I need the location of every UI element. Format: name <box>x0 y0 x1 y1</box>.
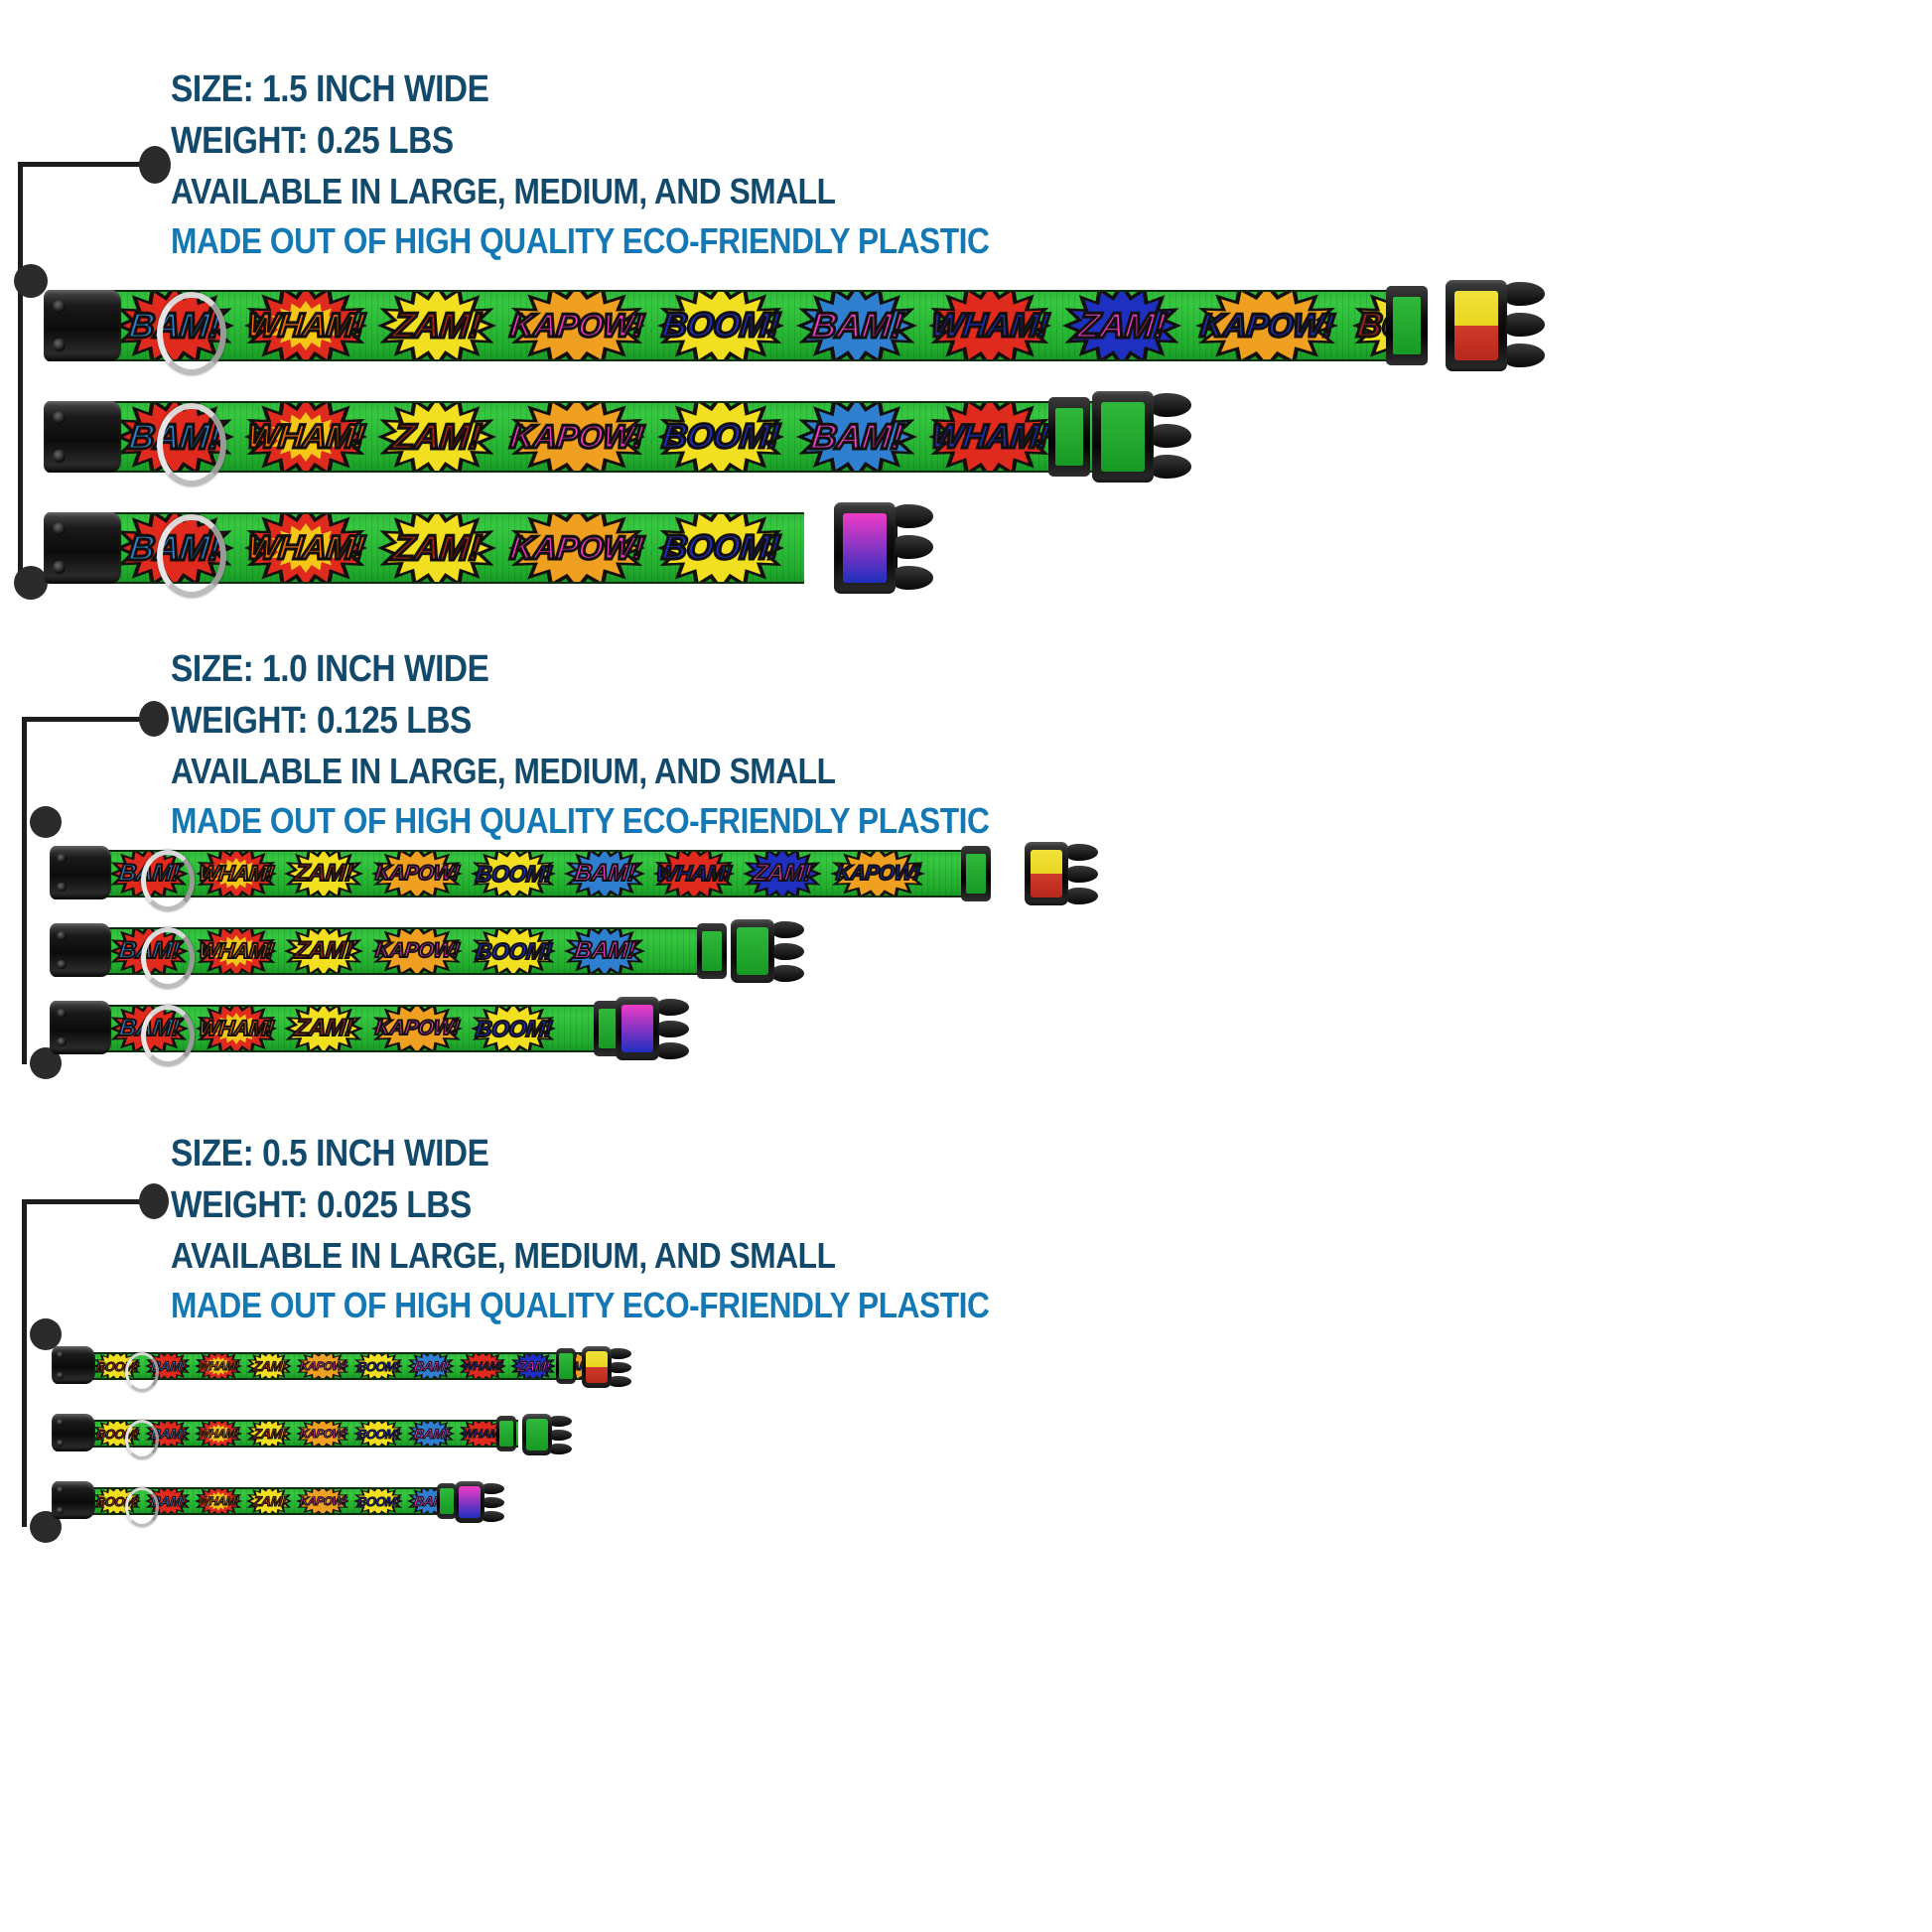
side-release-buckle-icon[interactable] <box>52 1481 95 1519</box>
leader-dot-top <box>30 1318 62 1350</box>
material-label: MADE OUT OF HIGH QUALITY ECO-FRIENDLY PL… <box>171 800 990 841</box>
side-release-buckle-icon[interactable] <box>50 846 111 899</box>
pattern-cell: WHAM! <box>923 292 1056 359</box>
tri-glide-slider-icon[interactable] <box>437 1483 457 1519</box>
pattern-cell: ZAM! <box>371 292 502 359</box>
size-label: SIZE: 1.5 INCH WIDE <box>171 69 489 110</box>
female-buckle-icon[interactable] <box>731 919 774 983</box>
collar-webbing: BOOM! BAM! WHAM! ZAM! KAPOW! BOOM! BAM! … <box>91 1420 518 1448</box>
tri-glide-slider-icon[interactable] <box>1386 286 1428 365</box>
leader-line-vertical <box>22 1199 27 1527</box>
weight-label: WEIGHT: 0.25 LBS <box>171 120 454 162</box>
leader-dot-callout <box>139 1183 169 1219</box>
leader-line-vertical <box>18 162 23 584</box>
side-release-buckle-icon[interactable] <box>52 1414 95 1451</box>
leader-line-horizontal <box>22 717 149 722</box>
side-release-buckle-icon[interactable] <box>50 923 111 977</box>
collar-webbing: BAM! WHAM! ZAM! KAPOW! BOOM! BAM! WHAM! <box>109 401 1112 473</box>
availability-label: AVAILABLE IN LARGE, MEDIUM, AND SMALL <box>171 751 836 791</box>
pattern-cell: BOOM! <box>651 292 790 359</box>
leader-dot-bottom <box>14 566 48 600</box>
size-label: SIZE: 0.5 INCH WIDE <box>171 1133 489 1174</box>
pattern-cell: WHAM! <box>240 292 371 359</box>
female-buckle-icon[interactable] <box>616 997 659 1060</box>
material-label: MADE OUT OF HIGH QUALITY ECO-FRIENDLY PL… <box>171 220 990 261</box>
side-release-buckle-icon[interactable] <box>44 401 121 473</box>
female-buckle-icon[interactable] <box>582 1346 612 1388</box>
leader-dot-top <box>14 264 48 298</box>
female-buckle-icon[interactable] <box>834 502 896 594</box>
female-buckle-icon[interactable] <box>1025 842 1068 905</box>
tri-glide-slider-icon[interactable] <box>556 1348 576 1384</box>
d-ring-icon <box>141 927 195 989</box>
side-release-buckle-icon[interactable] <box>52 1346 95 1384</box>
pattern-cell: KAPOW! <box>1187 292 1346 359</box>
side-release-buckle-icon[interactable] <box>50 1001 111 1054</box>
spec-block-size-1-5: SIZE: 1.5 INCH WIDE WEIGHT: 0.25 LBS AVA… <box>171 64 1101 266</box>
d-ring-icon <box>157 292 226 375</box>
female-buckle-icon[interactable] <box>1092 391 1154 483</box>
female-buckle-icon[interactable] <box>455 1481 484 1523</box>
spec-block-size-1-0: SIZE: 1.0 INCH WIDE WEIGHT: 0.125 LBS AV… <box>171 643 1101 846</box>
leader-line-horizontal <box>18 162 147 167</box>
tri-glide-slider-icon[interactable] <box>1048 397 1090 477</box>
d-ring-icon <box>157 514 226 598</box>
d-ring-icon <box>157 403 226 486</box>
d-ring-icon <box>141 850 195 911</box>
size-label: SIZE: 1.0 INCH WIDE <box>171 648 489 690</box>
tri-glide-slider-icon[interactable] <box>697 923 727 979</box>
leader-dot-callout <box>139 146 171 184</box>
leader-line-vertical <box>22 717 27 1064</box>
leader-dot-top <box>30 806 62 838</box>
d-ring-icon <box>125 1420 159 1459</box>
collar-webbing: BAM! WHAM! ZAM! KAPOW! BOOM! BAM! WHAM! … <box>105 850 969 897</box>
leader-dot-callout <box>139 701 169 737</box>
spec-block-size-0-5: SIZE: 0.5 INCH WIDE WEIGHT: 0.025 LBS AV… <box>171 1128 1101 1330</box>
collar-webbing: BAM! WHAM! ZAM! KAPOW! BOOM! BAM! <box>105 927 711 975</box>
d-ring-icon <box>141 1005 195 1066</box>
collar-webbing: BOOM! BAM! WHAM! ZAM! KAPOW! BOOM! BAM! … <box>91 1352 608 1380</box>
leader-line-horizontal <box>22 1199 149 1204</box>
pattern-cell: KAPOW! <box>502 292 651 359</box>
d-ring-icon <box>125 1352 159 1392</box>
side-release-buckle-icon[interactable] <box>44 512 121 584</box>
female-buckle-icon[interactable] <box>1446 280 1507 371</box>
side-release-buckle-icon[interactable] <box>44 290 121 361</box>
weight-label: WEIGHT: 0.025 LBS <box>171 1184 472 1226</box>
material-label: MADE OUT OF HIGH QUALITY ECO-FRIENDLY PL… <box>171 1285 990 1325</box>
availability-label: AVAILABLE IN LARGE, MEDIUM, AND SMALL <box>171 1235 836 1276</box>
collar-webbing: BAM! WHAM! ZAM! KAPOW! BOOM! BAM! WHAM! … <box>109 290 1420 361</box>
female-buckle-icon[interactable] <box>522 1414 552 1455</box>
tri-glide-slider-icon[interactable] <box>496 1416 516 1451</box>
weight-label: WEIGHT: 0.125 LBS <box>171 700 472 742</box>
tri-glide-slider-icon[interactable] <box>961 846 991 901</box>
availability-label: AVAILABLE IN LARGE, MEDIUM, AND SMALL <box>171 171 836 211</box>
pattern-cell: BAM! <box>790 292 923 359</box>
pattern-cell: ZAM! <box>1056 292 1187 359</box>
d-ring-icon <box>125 1487 159 1527</box>
